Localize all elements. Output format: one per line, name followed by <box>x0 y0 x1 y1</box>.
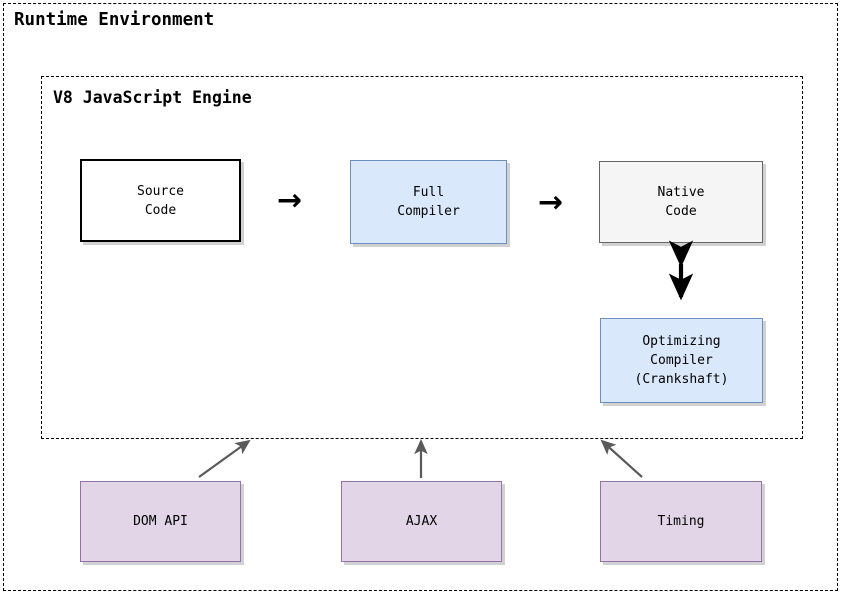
node-native-code[interactable]: Native Code <box>599 161 763 243</box>
v8-engine-title: V8 JavaScript Engine <box>53 88 252 107</box>
runtime-environment-title: Runtime Environment <box>14 10 215 30</box>
runtime-environment-frame <box>3 3 838 591</box>
v8-engine-frame <box>41 76 803 439</box>
node-optimizing-compiler[interactable]: Optimizing Compiler (Crankshaft) <box>600 318 763 403</box>
node-full-compiler[interactable]: Full Compiler <box>350 160 507 244</box>
node-timing[interactable]: Timing <box>600 481 762 562</box>
arrow-source-code-to-full-compiler-icon: → <box>277 183 303 218</box>
node-dom-api[interactable]: DOM API <box>80 481 241 562</box>
node-source-code[interactable]: Source Code <box>80 159 241 242</box>
node-ajax[interactable]: AJAX <box>341 481 502 562</box>
arrow-full-compiler-to-native-code-icon: → <box>538 185 564 220</box>
